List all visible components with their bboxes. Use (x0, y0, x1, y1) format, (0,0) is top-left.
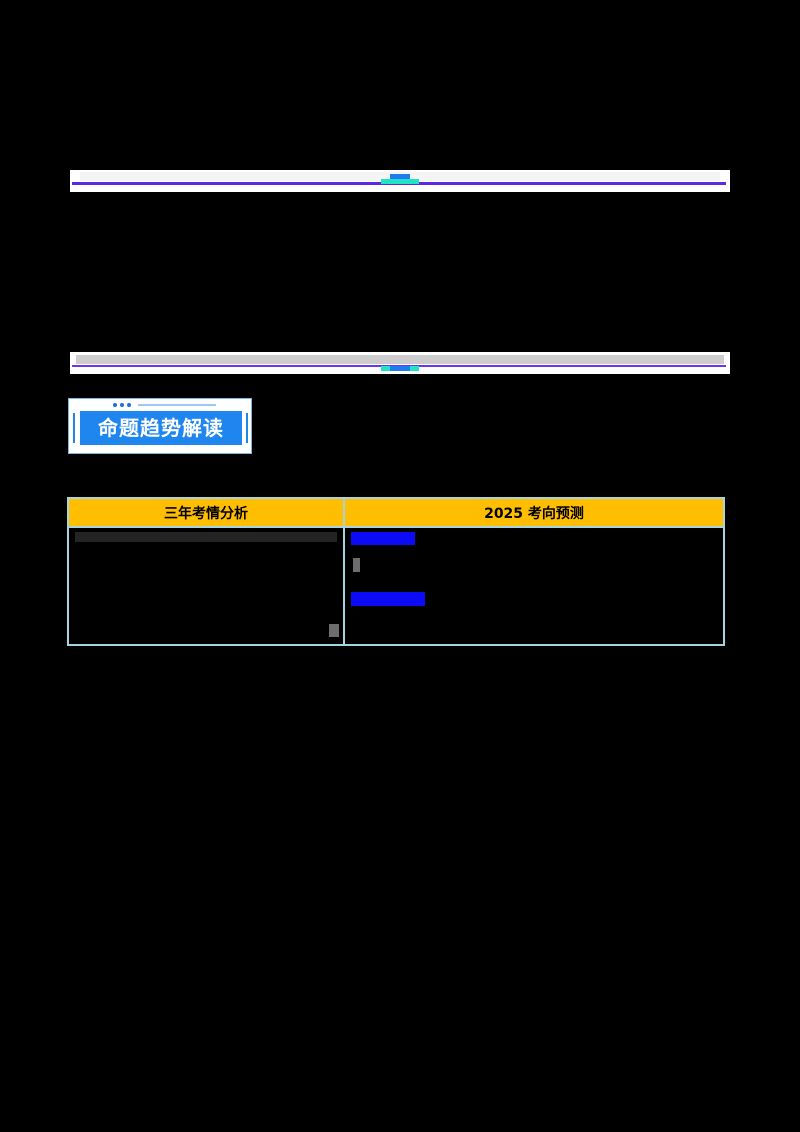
prediction-highlight-1 (351, 532, 415, 545)
badge-dot-1 (113, 403, 117, 407)
badge-label: 命题趋势解读 (98, 416, 224, 440)
prediction-cell-text (351, 548, 352, 549)
redacted-chip (329, 624, 339, 637)
header-decoration-outer (381, 179, 419, 184)
table-cell-analysis (67, 526, 345, 646)
badge-tick-left (73, 413, 75, 443)
table-header-analysis: 三年考情分析 (67, 497, 345, 528)
analysis-cell-text (75, 544, 76, 545)
badge-dot-2 (120, 403, 124, 407)
prediction-chip-1 (353, 558, 360, 572)
table-header-prediction: 2025 考向预测 (343, 497, 725, 528)
footer-decoration-inner (390, 366, 410, 371)
badge-accent-line (138, 404, 216, 406)
header-decoration-inner (390, 174, 410, 180)
badge-tick-right (246, 413, 248, 443)
table-row (67, 526, 725, 646)
badge-dot-3 (127, 403, 131, 407)
prediction-highlight-2 (351, 592, 425, 606)
footer-redacted-text (76, 355, 724, 364)
analysis-cell-content (75, 532, 339, 638)
header-decoration (381, 174, 419, 184)
section-badge: 命题趋势解读 (68, 398, 252, 454)
badge-dot-group (113, 403, 216, 407)
prediction-cell-content (351, 532, 717, 638)
table-header-row: 三年考情分析 2025 考向预测 (67, 497, 725, 528)
table-cell-prediction (343, 526, 725, 646)
redacted-line (75, 532, 337, 542)
analysis-table-wrapper: 三年考情分析 2025 考向预测 (67, 497, 725, 646)
analysis-table: 三年考情分析 2025 考向预测 (67, 497, 725, 646)
badge-fill: 命题趋势解读 (80, 411, 242, 445)
